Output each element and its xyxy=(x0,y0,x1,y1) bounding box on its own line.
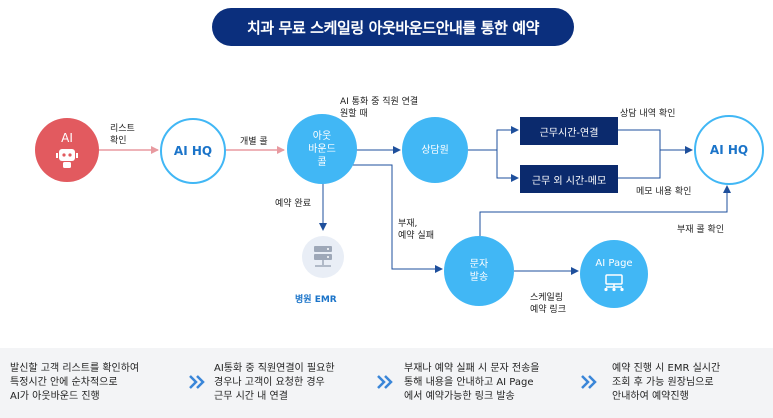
ai-hq-left-node: AI HQ xyxy=(160,118,226,184)
footer-step-3: 부재나 예약 실패 시 문자 전송을 통해 내용을 안내하고 AI Page 에… xyxy=(404,363,540,402)
arrow-outbound-to-sms xyxy=(345,164,443,273)
footer-step-1: 발신할 고객 리스트를 확인하여 특정시간 안에 순차적으로 AI가 아웃바운드… xyxy=(10,363,140,402)
ai-node-label: AI xyxy=(61,131,73,145)
robot-icon xyxy=(56,149,78,168)
page-title: 치과 무료 스케일링 아웃바운드안내를 통한 예약 xyxy=(212,8,574,46)
arrow-work-to-hq xyxy=(618,129,693,154)
label-connect-when: AI 통화 중 직원 연결 원할 때 xyxy=(340,97,419,119)
arrow-counselor-to-work xyxy=(467,126,519,151)
arrow-counselor-to-off xyxy=(496,150,519,182)
chevron-double-right-icon xyxy=(377,375,393,389)
work-hours-box: 근무시간-연결 xyxy=(520,117,618,145)
label-absent-fail: 부재, 예약 실패 xyxy=(398,219,434,241)
outbound-call-node: 아웃 바운드 콜 xyxy=(287,114,357,184)
emr-label: 병원 EMR xyxy=(295,295,337,305)
arrow-off-to-hq xyxy=(618,150,661,179)
emr-node xyxy=(302,236,344,278)
chevron-double-right-icon xyxy=(581,375,597,389)
chevron-double-right-icon xyxy=(189,375,205,389)
ai-page-node: AI Page xyxy=(580,240,648,308)
label-consult-check: 상담 내역 확인 xyxy=(620,109,676,119)
sms-node: 문자 발송 xyxy=(444,236,514,306)
footer-steps: 발신할 고객 리스트를 확인하여 특정시간 안에 순차적으로 AI가 아웃바운드… xyxy=(0,348,773,418)
label-scaling-link: 스케일링 예약 링크 xyxy=(530,293,566,315)
footer-step-4: 예약 진행 시 EMR 실시간 조회 후 가능 원장님으로 안내하여 예약진행 xyxy=(612,363,721,402)
label-absent-call-check: 부재 콜 확인 xyxy=(677,225,725,235)
ai-hq-right-node: AI HQ xyxy=(694,115,764,185)
arrow-sms-to-hq xyxy=(479,185,731,236)
counselor-node: 상담원 xyxy=(402,117,468,183)
label-reservation-done: 예약 완료 xyxy=(275,199,311,209)
label-individual-call: 개별 콜 xyxy=(240,137,268,147)
server-icon xyxy=(314,246,332,267)
off-hours-box: 근무 외 시간-메모 xyxy=(520,165,618,193)
network-icon xyxy=(604,273,624,291)
ai-node: AI xyxy=(35,118,99,182)
footer-step-2: AI통화 중 직원연결이 필요한 경우나 고객이 요청한 경우 근무 시간 내 … xyxy=(214,363,335,402)
label-list-check: 리스트 확인 xyxy=(110,124,135,146)
label-memo-check: 메모 내용 확인 xyxy=(636,187,692,197)
